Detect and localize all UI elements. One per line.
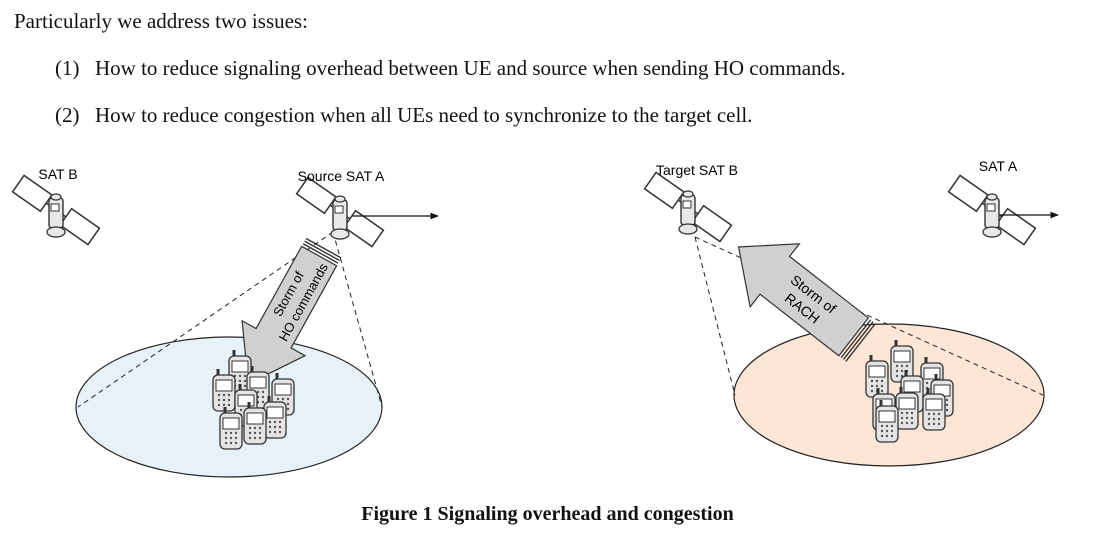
handover-diagram: SAT B Source SAT A Storm of HO commands [11, 158, 1059, 478]
beam-edge-left [77, 231, 334, 408]
issue-2: (2) How to reduce congestion when all UEs… [55, 103, 752, 128]
sat-b-label: SAT B [38, 166, 77, 182]
ue-phone-icon [921, 386, 947, 432]
target-sat-label: Target SAT B [656, 162, 738, 178]
intro-text: Particularly we address two issues: [14, 9, 308, 33]
ue-phone-icon [874, 398, 900, 444]
ue-phone-icon [262, 394, 288, 440]
ue-phone-icon [218, 405, 244, 451]
sat-a-satellite-icon [947, 174, 1037, 246]
issue-1-text: How to reduce signaling overhead between… [95, 56, 846, 80]
source-sat-label: Source SAT A [298, 168, 385, 184]
figure-caption: Figure 1 Signaling overhead and congesti… [361, 503, 734, 525]
target-satellite-icon [643, 171, 733, 243]
issue-1: (1) How to reduce signaling overhead betw… [55, 56, 846, 81]
left-panel: SAT B Source SAT A Storm of HO commands [11, 166, 439, 478]
ue-phone-icon [211, 367, 237, 413]
beam-edge-right [332, 231, 383, 408]
rach-storm-arrow: Storm of RACH [737, 243, 877, 362]
issue-2-number: (2) [55, 103, 80, 127]
source-satellite-icon [295, 176, 385, 248]
sat-b-satellite-icon [11, 174, 101, 246]
issue-2-text: How to reduce congestion when all UEs ne… [95, 103, 753, 127]
right-panel: Target SAT B SAT A Storm of RACH [643, 158, 1059, 467]
issue-1-number: (1) [55, 56, 80, 80]
sat-a-label: SAT A [979, 158, 1018, 174]
ue-phone-icon [894, 385, 920, 431]
beam-edge-left [694, 236, 736, 396]
ue-phone-icon [242, 400, 268, 446]
